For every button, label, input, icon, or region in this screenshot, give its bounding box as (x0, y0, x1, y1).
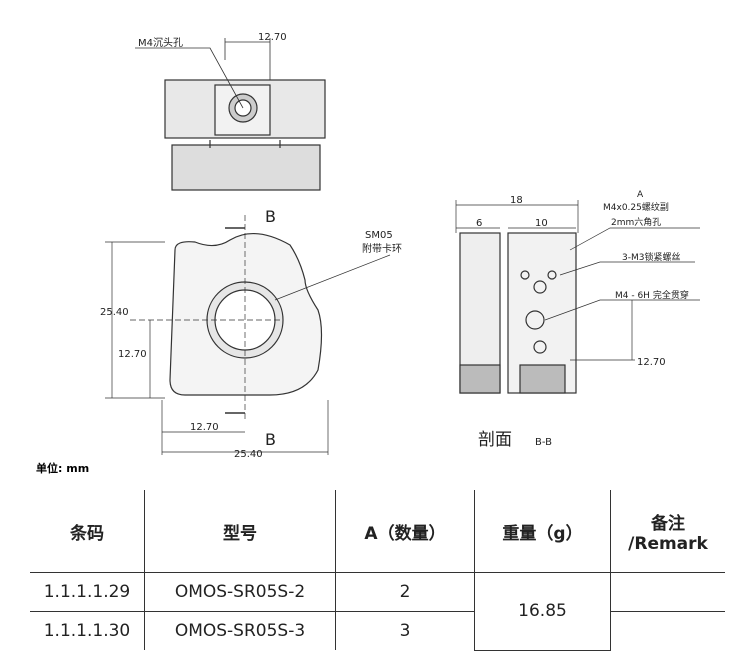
counterbore-hole-label: M4沉头孔 (138, 36, 183, 49)
height-dim: 25.40 (100, 307, 129, 318)
table-row: 1.1.1.1.30 OMOS-SR05S-3 3 (30, 611, 725, 650)
top-view (135, 38, 326, 191)
center-x-dim: 12.70 (190, 422, 219, 433)
qty-cell: 3 (335, 611, 475, 650)
header-barcode: 条码 (30, 490, 145, 573)
section-subtitle: B-B (535, 437, 552, 448)
section-title: 剖面 (478, 430, 512, 450)
qty-cell: 2 (335, 572, 475, 612)
total-dim: 18 (510, 195, 523, 206)
width-dim: 25.40 (234, 449, 263, 460)
callout-a: A (637, 190, 644, 200)
header-weight: 重量（g） (474, 490, 611, 573)
section-view (455, 200, 700, 394)
weight-cell: 16.85 (474, 572, 611, 651)
unit-label: 单位: mm (36, 462, 90, 475)
section-mark-bottom: B (265, 430, 276, 449)
front-view (105, 215, 391, 455)
model-cell: OMOS-SR05S-3 (144, 611, 336, 650)
right-dim: 10 (535, 218, 548, 229)
barcode-cell: 1.1.1.1.29 (30, 572, 145, 612)
header-qty: A（数量） (335, 490, 475, 573)
center-y-dim: 12.70 (118, 349, 147, 360)
top-width-dim: 12.70 (258, 32, 287, 43)
remark-cell (610, 572, 725, 612)
remark-cell (610, 611, 725, 650)
sm05-label: SM05 (365, 230, 393, 241)
callout-screws: 3-M3锁紧螺丝 (622, 251, 680, 263)
table-row: 1.1.1.1.29 OMOS-SR05S-2 2 16.85 (30, 572, 725, 651)
callout-hex: 2mm六角孔 (611, 216, 661, 228)
callout-thread: M4x0.25螺纹副 (603, 201, 669, 213)
header-remark: 备注 /Remark (610, 490, 725, 573)
technical-drawing: M4沉头孔 12.70 SM05 附带卡环 B B 25.40 12.70 12… (100, 32, 700, 460)
spec-table: 条码 型号 A（数量） 重量（g） 备注 /Remark 1.1.1.1.29 … (30, 490, 725, 651)
header-model: 型号 (144, 490, 336, 573)
callout-through: M4 - 6H 完全贯穿 (615, 289, 689, 301)
section-height-dim: 12.70 (637, 357, 666, 368)
left-dim: 6 (476, 218, 482, 229)
barcode-cell: 1.1.1.1.30 (30, 611, 145, 650)
model-cell: OMOS-SR05S-2 (144, 572, 336, 612)
retaining-ring-label: 附带卡环 (362, 242, 402, 255)
section-mark-top: B (265, 207, 276, 226)
